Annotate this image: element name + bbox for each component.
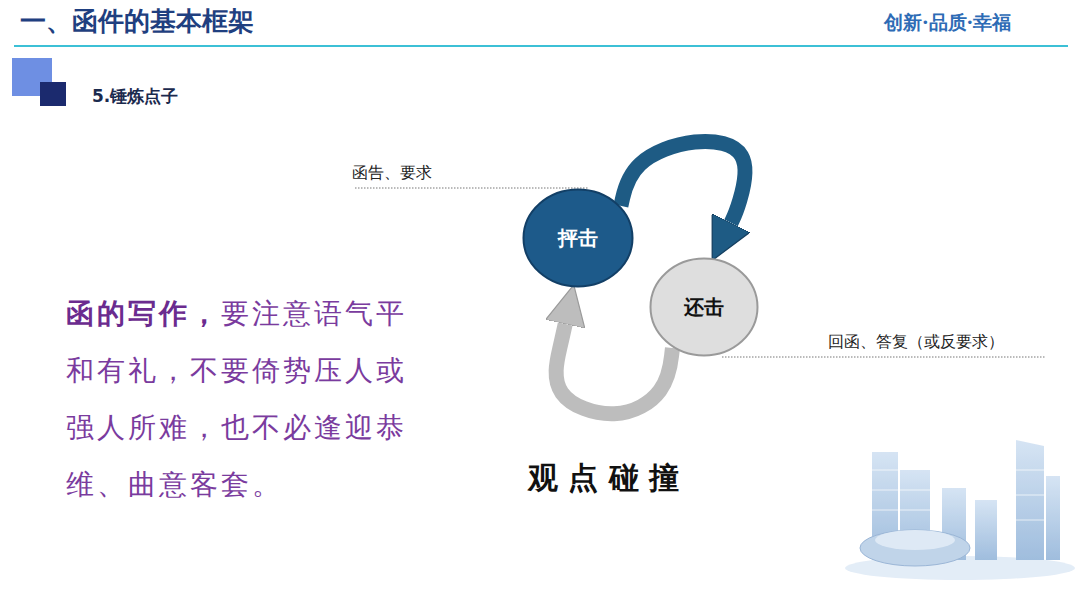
building-illustration bbox=[845, 440, 1075, 580]
page-title: 一、函件的基本框架 bbox=[20, 4, 254, 39]
node-label: 抨击 bbox=[558, 225, 598, 252]
diagram-caption: 观 点 碰 撞 bbox=[528, 458, 679, 499]
circle-outline bbox=[651, 259, 758, 356]
slogan: 创新·品质·幸福 bbox=[884, 10, 1011, 36]
circle-outline bbox=[524, 190, 633, 287]
attack-circle: 抨击 bbox=[522, 188, 634, 288]
header-rule bbox=[14, 45, 1068, 47]
cycle-arrow bbox=[556, 324, 672, 414]
leader-line bbox=[355, 188, 588, 189]
note-paragraph: 函的写作，要注意语气平和有礼，不要倚势压人或强人所难，也不必逢迎恭维、曲意客套。 bbox=[66, 285, 436, 513]
section-heading: 5.锤炼点子 bbox=[92, 85, 178, 108]
note-lead: 函的写作， bbox=[66, 297, 221, 330]
section-icon-dark bbox=[40, 82, 66, 106]
counter-circle: 还击 bbox=[649, 257, 759, 357]
cycle-arrow bbox=[621, 141, 745, 222]
leader-label: 函告、要求 bbox=[352, 163, 432, 184]
leader-label: 回函、答复（或反要求） bbox=[828, 332, 1004, 353]
leader-line bbox=[722, 357, 1046, 358]
node-label: 还击 bbox=[684, 294, 724, 321]
